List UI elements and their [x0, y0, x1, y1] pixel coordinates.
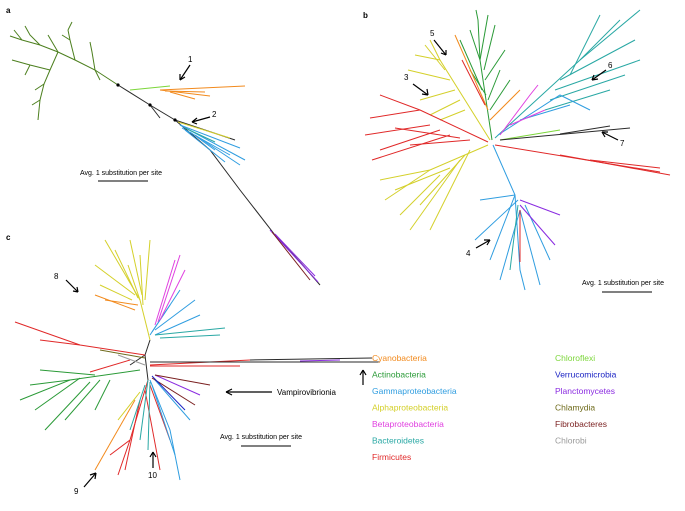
panel-c-arrow-10 [149, 451, 157, 468]
panel-c-backbone [129, 339, 151, 381]
panel-b-arrow-6 [591, 69, 607, 81]
panel-c-long-branch [150, 357, 380, 363]
legend: CyanobacteriaActinobacteriaGammaproteoba… [372, 353, 617, 462]
panel-b-actinobacteria-clade [459, 9, 511, 141]
panel-b-long-branch [499, 125, 631, 141]
panel-b-firmicutes-top [461, 59, 486, 106]
panel-b-chloroflexi-branch [499, 129, 561, 141]
panel-b-beta-clade [499, 84, 546, 136]
legend-item: Fibrobacteres [555, 419, 607, 429]
panel-a-outgroup-clade [9, 21, 119, 121]
panel-c-gamma-upper [149, 289, 201, 336]
panel-a-cyanobacteria-clade [159, 85, 246, 100]
panel-b-label: b [363, 11, 368, 20]
panel-b-annotation-6: 6 [608, 61, 613, 70]
legend-item: Firmicutes [372, 452, 411, 462]
panel-c-scale-text: Avg. 1 substitution per site [220, 434, 302, 441]
panel-c-actinobacteria-clade [19, 369, 141, 431]
panel-c-alpha-lower [117, 391, 141, 421]
panel-b-arrow-4 [475, 239, 491, 249]
panel-c-arrow-vampirovibrionia [225, 388, 272, 396]
panel-c-gamma-lower [149, 379, 191, 481]
panel-a-node-dot [173, 118, 177, 122]
panel-c-planctomycetes-long [299, 359, 341, 362]
panel-c-chlorobi-branch [117, 354, 146, 366]
panel-a-bacteroidetes-branch [184, 127, 216, 143]
panel-b-arrow-5 [433, 39, 447, 56]
panel-a-planctomycetes-tip [269, 229, 319, 283]
panel-c-annotation-10: 10 [148, 471, 157, 480]
panel-c: c [6, 233, 380, 496]
panel-b-firmicutes-right [494, 144, 671, 176]
panel-a-arrow-2 [191, 116, 211, 125]
panel-b: b [363, 9, 671, 293]
panel-b-alpha-clade [407, 39, 491, 141]
panel-a-fibrobacteres-tip [271, 231, 311, 281]
panel-a-annotation-1: 1 [188, 55, 193, 64]
panel-b-alpha-lower [379, 144, 489, 231]
legend-item: Betaproteobacteria [372, 419, 444, 429]
panel-a-scale-text: Avg. 1 substitution per site [80, 170, 162, 177]
legend-item: Chlorobi [555, 436, 587, 446]
panel-a-node-dot [148, 103, 152, 107]
panel-c-firmicutes-long [149, 359, 251, 367]
panel-b-cyanobacteria-branch [454, 34, 521, 121]
panel-b-planctomycetes-lower [519, 199, 561, 246]
panel-c-label: c [6, 233, 11, 242]
panel-c-bacteroidetes-lower [129, 379, 151, 451]
panel-a-label: a [6, 6, 11, 15]
panel-c-vampirovibrionia-label: Vampirovibrionia [277, 388, 337, 397]
panel-b-arrow-7 [601, 131, 619, 141]
panel-b-scale-text: Avg. 1 substitution per site [582, 280, 664, 287]
panel-c-alpha-clade [94, 239, 151, 341]
panel-a-annotation-2: 2 [212, 110, 217, 119]
legend-item: Gammaproteobacteria [372, 386, 457, 396]
panel-a-arrow-1 [179, 64, 191, 81]
panel-c-verrucomicrobia-branch [151, 375, 186, 411]
panel-a-node-dot [116, 83, 120, 87]
panel-c-annotation-8: 8 [54, 272, 59, 281]
legend-item: Cyanobacteria [372, 353, 427, 363]
panel-c-fibrobacteres-lower [151, 374, 211, 406]
panel-c-arrow-vertical [359, 369, 367, 385]
panel-c-bacteroidetes-upper [154, 327, 226, 339]
panel-c-chlamydia-branch [99, 349, 146, 359]
panel-c-cyanobacteria-top [94, 294, 139, 311]
panel-c-beta-clade [154, 254, 186, 326]
panel-c-arrow-8 [65, 279, 79, 293]
panel-b-annotation-3: 3 [404, 73, 409, 82]
legend-item: Chloroflexi [555, 353, 595, 363]
legend-item: Planctomycetes [555, 386, 615, 396]
panel-a-chloroflexi-branch [129, 85, 171, 91]
panel-b-annotation-5: 5 [430, 29, 435, 38]
panel-b-arrow-3 [412, 83, 429, 96]
panel-b-gamma-lower [474, 144, 551, 291]
legend-item: Bacteroidetes [372, 436, 424, 446]
panel-a-gamma-clade [179, 124, 246, 166]
panel-c-cyanobacteria-lower [94, 399, 136, 471]
legend-item: Verrucomicrobia [555, 370, 617, 380]
panel-b-bacteroidetes-clade [494, 9, 641, 139]
panel-b-bacteroidetes-lower [509, 204, 519, 271]
panel-c-annotation-9: 9 [74, 487, 79, 496]
panel-a: a [6, 6, 321, 286]
legend-item: Chlamydia [555, 403, 595, 413]
panel-b-firmicutes-left [364, 94, 489, 161]
panel-c-arrow-9 [83, 472, 97, 488]
panel-a-alpha-branch [177, 121, 231, 139]
panel-b-annotation-4: 4 [466, 249, 471, 258]
panel-c-planctomycetes-lower [154, 374, 201, 396]
panel-b-gamma-upper [497, 94, 591, 136]
legend-item: Alphaproteobacteria [372, 403, 448, 413]
panel-c-firmicutes-left [14, 321, 146, 373]
panel-b-annotation-7: 7 [620, 139, 625, 148]
legend-item: Actinobacteria [372, 370, 426, 380]
